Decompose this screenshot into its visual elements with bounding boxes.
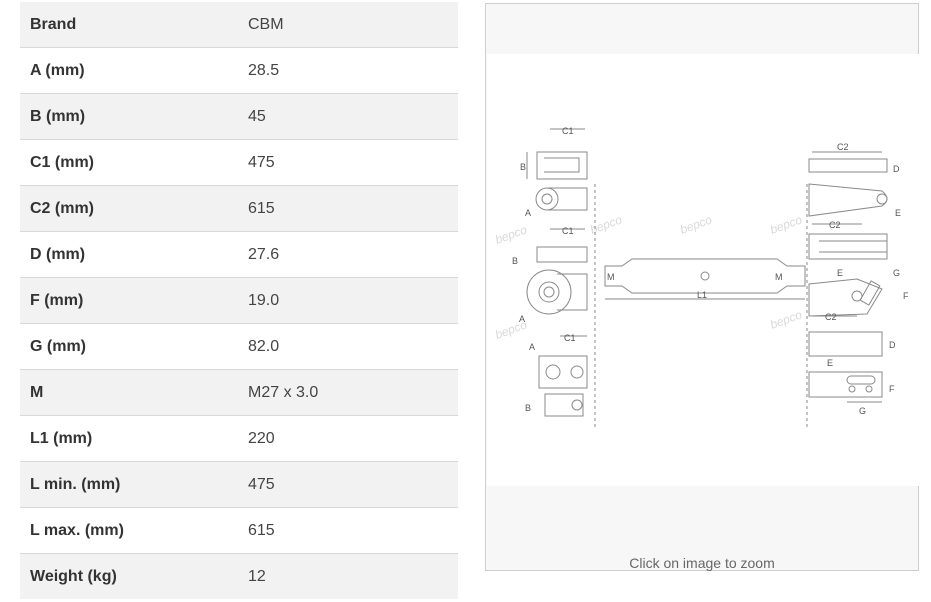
svg-text:A: A [525, 208, 531, 218]
plate-end-bottom: C2 D E F G [808, 312, 896, 416]
svg-text:E: E [895, 208, 901, 218]
svg-text:B: B [525, 403, 531, 413]
watermark-text: bepco [768, 307, 804, 331]
spec-row: G (mm)82.0 [20, 323, 458, 370]
spec-value: 82.0 [238, 323, 458, 370]
svg-text:L1: L1 [697, 290, 707, 300]
spec-label: L min. (mm) [20, 461, 238, 508]
spec-label: G (mm) [20, 323, 238, 370]
spec-value: 12 [238, 553, 458, 599]
svg-text:C2: C2 [829, 220, 841, 230]
spec-label: Brand [20, 2, 238, 48]
spec-value: M27 x 3.0 [238, 369, 458, 416]
spec-value: 19.0 [238, 277, 458, 324]
spec-value: 28.5 [238, 47, 458, 94]
watermark-text: bepco [768, 212, 804, 236]
spec-row: L min. (mm)475 [20, 461, 458, 508]
product-drawing-image[interactable]: bepco bepco bepco bepco bepco bepco C1 B [487, 54, 919, 486]
svg-text:E: E [837, 268, 843, 278]
svg-text:G: G [893, 268, 900, 278]
spec-label: M [20, 369, 238, 416]
svg-text:B: B [512, 256, 518, 266]
spec-row: D (mm)27.6 [20, 231, 458, 278]
svg-text:C2: C2 [837, 142, 849, 152]
svg-text:B: B [520, 162, 526, 172]
watermark-text: bepco [588, 212, 624, 236]
spec-value: 27.6 [238, 231, 458, 278]
spec-row: L1 (mm)220 [20, 415, 458, 462]
product-image-panel: bepco bepco bepco bepco bepco bepco C1 B [485, 3, 919, 571]
spec-value: 45 [238, 93, 458, 140]
svg-text:M: M [607, 272, 615, 282]
watermark-text: bepco [493, 222, 529, 246]
spec-row: B (mm)45 [20, 93, 458, 140]
fork-end-top: C1 B A [520, 126, 588, 218]
ball-end-middle: C1 B A [512, 226, 588, 324]
svg-text:E: E [827, 358, 833, 368]
spec-row: F (mm)19.0 [20, 277, 458, 324]
zoom-caption[interactable]: Click on image to zoom [629, 555, 775, 571]
svg-text:C2: C2 [825, 312, 837, 322]
svg-text:M: M [775, 272, 783, 282]
svg-text:C1: C1 [562, 126, 574, 136]
plate-end-top: C2 D E [808, 142, 901, 218]
spec-row: C2 (mm)615 [20, 185, 458, 232]
spec-label: B (mm) [20, 93, 238, 140]
spec-value: 475 [238, 139, 458, 186]
svg-text:F: F [903, 291, 909, 301]
spec-value: CBM [238, 2, 458, 48]
spec-label: C1 (mm) [20, 139, 238, 186]
svg-text:G: G [859, 406, 866, 416]
svg-text:A: A [519, 314, 525, 324]
spec-label: C2 (mm) [20, 185, 238, 232]
spec-row: L max. (mm)615 [20, 507, 458, 554]
spec-label: L1 (mm) [20, 415, 238, 462]
spec-row: C1 (mm)475 [20, 139, 458, 186]
spec-value: 220 [238, 415, 458, 462]
spec-value: 615 [238, 507, 458, 554]
spec-label: F (mm) [20, 277, 238, 324]
svg-text:F: F [889, 384, 895, 394]
spec-value: 475 [238, 461, 458, 508]
svg-text:C1: C1 [564, 333, 576, 343]
spec-row: A (mm)28.5 [20, 47, 458, 94]
spec-label: D (mm) [20, 231, 238, 278]
spec-value: 615 [238, 185, 458, 232]
turnbuckle-tube: M M L1 [594, 184, 808, 429]
spec-label: Weight (kg) [20, 553, 238, 599]
svg-text:A: A [529, 342, 535, 352]
svg-text:D: D [893, 164, 900, 174]
spec-row: Weight (kg)12 [20, 553, 458, 599]
spec-label: L max. (mm) [20, 507, 238, 554]
clevis-end-bottom: C1 A B [525, 333, 588, 417]
svg-text:D: D [889, 340, 896, 350]
fork-end-right: C2 E G F [808, 220, 909, 317]
watermark-text: bepco [678, 212, 714, 236]
technical-drawing: bepco bepco bepco bepco bepco bepco C1 B [493, 126, 909, 429]
svg-text:C1: C1 [562, 226, 574, 236]
spec-label: A (mm) [20, 47, 238, 94]
